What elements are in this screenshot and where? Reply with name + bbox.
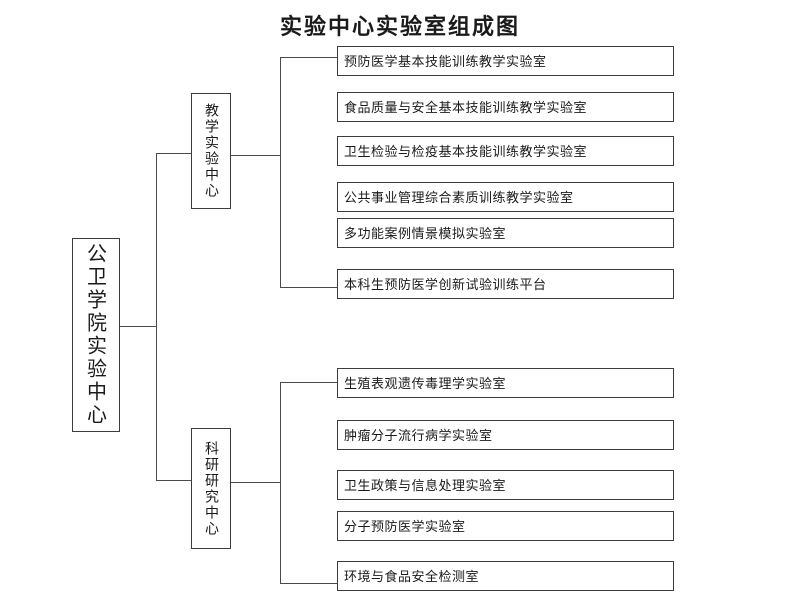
leaf-node-label: 环境与食品安全检测室 [344,570,480,585]
connector-line [280,382,281,584]
leaf-node-label: 多功能案例情景模拟实验室 [344,227,507,242]
diagram-title: 实验中心实验室组成图 [279,14,520,40]
connector-line [280,57,337,58]
leaf-node-research-3: 卫生政策与信息处理实验室 [337,470,674,500]
leaf-node-label: 公共事业管理综合素质训练教学实验室 [344,191,574,206]
leaf-node-label: 本科生预防医学创新试验训练平台 [344,278,547,293]
leaf-node-teaching-6: 本科生预防医学创新试验训练平台 [337,269,674,299]
connector-line [156,153,157,481]
leaf-node-label: 卫生政策与信息处理实验室 [344,479,507,494]
connector-line [280,57,281,288]
root-node: 公卫学院实验中心 [72,238,120,432]
branch-node-research-center-label: 科研研究中心 [203,440,219,537]
leaf-node-label: 预防医学基本技能训练教学实验室 [344,55,547,70]
connector-line [120,326,157,327]
leaf-node-research-2: 肿瘤分子流行病学实验室 [337,420,674,450]
leaf-node-label: 生殖表观遗传毒理学实验室 [344,377,507,392]
branch-node-teaching-center: 教学实验中心 [191,93,231,209]
connector-line [156,480,191,481]
root-node-label: 公卫学院实验中心 [83,243,108,427]
connector-line [280,583,337,584]
leaf-node-label: 肿瘤分子流行病学实验室 [344,429,493,444]
branch-node-teaching-center-label: 教学实验中心 [203,103,219,199]
connector-line [156,153,191,154]
leaf-node-research-4: 分子预防医学实验室 [337,511,674,541]
leaf-node-label: 分子预防医学实验室 [344,520,466,535]
leaf-node-teaching-2: 食品质量与安全基本技能训练教学实验室 [337,92,674,122]
leaf-node-teaching-5: 多功能案例情景模拟实验室 [337,218,674,248]
leaf-node-teaching-1: 预防医学基本技能训练教学实验室 [337,46,674,76]
leaf-node-label: 卫生检验与检疫基本技能训练教学实验室 [344,145,588,160]
leaf-node-teaching-3: 卫生检验与检疫基本技能训练教学实验室 [337,136,674,166]
connector-line [280,382,337,383]
connector-line [231,482,281,483]
leaf-node-research-1: 生殖表观遗传毒理学实验室 [337,368,674,398]
leaf-node-label: 食品质量与安全基本技能训练教学实验室 [344,101,588,116]
connector-line [280,287,337,288]
leaf-node-research-5: 环境与食品安全检测室 [337,561,674,591]
connector-line [231,155,281,156]
branch-node-research-center: 科研研究中心 [191,428,231,549]
leaf-node-teaching-4: 公共事业管理综合素质训练教学实验室 [337,182,674,212]
